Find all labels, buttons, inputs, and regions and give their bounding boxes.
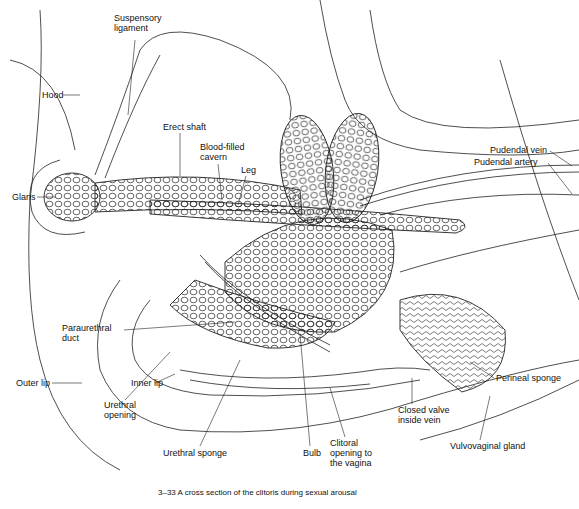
part-label: Inner lip	[131, 378, 163, 388]
part-label: Outer lip	[16, 378, 50, 388]
leader-line	[300, 334, 310, 446]
perineal-sponge-shape	[400, 294, 505, 392]
part-label: Vulvovaginal gland	[450, 441, 525, 451]
part-label: Paraurethral duct	[62, 323, 122, 343]
pudendal-artery	[380, 194, 579, 215]
leader-line	[412, 378, 413, 404]
part-label: Urethral opening	[104, 400, 149, 420]
leader-line	[125, 352, 170, 400]
leader-line	[63, 95, 80, 96]
pudendal-vein	[360, 172, 579, 206]
part-label: Closed valve inside vein	[398, 405, 460, 425]
leader-lines	[37, 40, 572, 446]
part-label: Pudendal artery	[474, 157, 538, 167]
leader-line	[200, 360, 240, 446]
leader-line	[52, 383, 82, 384]
erectile-tissue	[44, 110, 505, 392]
leader-line	[238, 176, 246, 205]
part-label: Perineal sponge	[496, 373, 561, 383]
part-label: Leg	[241, 165, 256, 175]
urethral-sponge-shape	[170, 280, 335, 348]
part-label: Suspensory ligament	[114, 13, 166, 33]
part-label: Urethral sponge	[163, 448, 227, 458]
vein-curve	[190, 380, 370, 389]
leader-line	[128, 40, 135, 115]
pudendal-vein	[360, 165, 579, 200]
part-label: Glans	[12, 192, 36, 202]
part-label: Hood	[42, 90, 64, 100]
part-label: Bulb	[303, 448, 321, 458]
vagina-wall	[400, 230, 579, 272]
figure-caption: 3–33 A cross section of the clitoris dur…	[158, 488, 357, 497]
ligament-loop	[95, 32, 291, 175]
part-label: Blood-filled cavern	[200, 142, 252, 162]
leader-line	[330, 388, 345, 437]
part-label: Pudendal vein	[490, 145, 547, 155]
leader-line	[218, 164, 222, 200]
outline-curve	[10, 60, 75, 150]
leader-line	[548, 163, 572, 194]
body-outline	[10, 0, 579, 470]
outline-curve	[500, 60, 579, 300]
leader-line	[550, 151, 572, 166]
leg-lobe	[319, 110, 386, 226]
part-label: Clitoral opening to the vagina	[330, 438, 380, 468]
ligament-line	[105, 55, 160, 178]
leader-line	[124, 322, 235, 330]
leader-line	[480, 396, 490, 440]
vein-curve	[180, 368, 430, 378]
leader-line	[470, 362, 494, 378]
outline-curve	[370, 10, 579, 128]
blood-vessels	[360, 165, 579, 215]
part-label: Erect shaft	[163, 122, 206, 132]
leader-line	[180, 133, 181, 176]
leader-line	[37, 197, 56, 198]
